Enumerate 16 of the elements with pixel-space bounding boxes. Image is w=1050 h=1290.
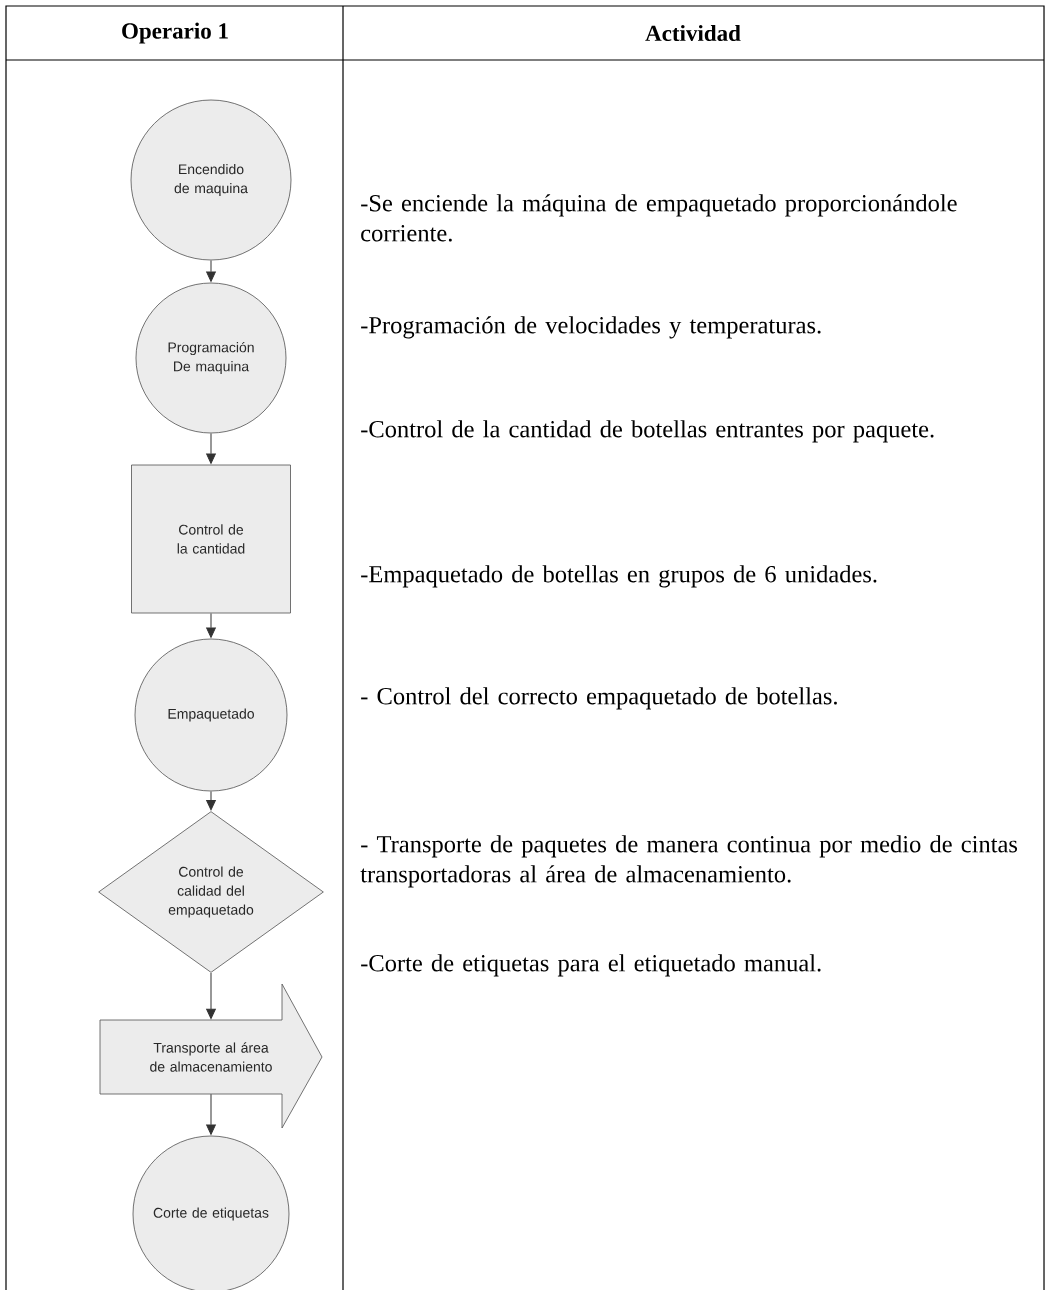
column-header: Operario 1 <box>122 22 228 44</box>
activity-text: -Se enciende la máquina de empaquetado proporcionándole corriente. <box>361 194 957 242</box>
activity-text: -Control de la cantidad de botellas entrantes por paquete. <box>361 420 934 443</box>
arrow <box>206 612 216 638</box>
activity-text: -Corte de etiquetas para el etiquetado manual. <box>361 954 821 977</box>
process-box: Control de la cantidad <box>131 464 291 614</box>
arrow <box>206 259 216 282</box>
arrow <box>206 790 216 811</box>
arrow <box>206 972 216 1020</box>
activity-text: - Control del correcto empaquetado de botellas. <box>361 687 837 710</box>
activity-text: -Empaquetado de botellas en grupos de 6 unidades. <box>361 565 877 588</box>
activity-text: -Programación de velocidades y temperaturas. <box>361 316 821 339</box>
column-header: Actividad <box>645 24 741 42</box>
arrow <box>206 1093 216 1135</box>
activity-text: - Transporte de paquetes de manera continua por medio de cintas transportadoras al área de almacenamiento. <box>360 835 1018 888</box>
arrow <box>206 432 216 464</box>
